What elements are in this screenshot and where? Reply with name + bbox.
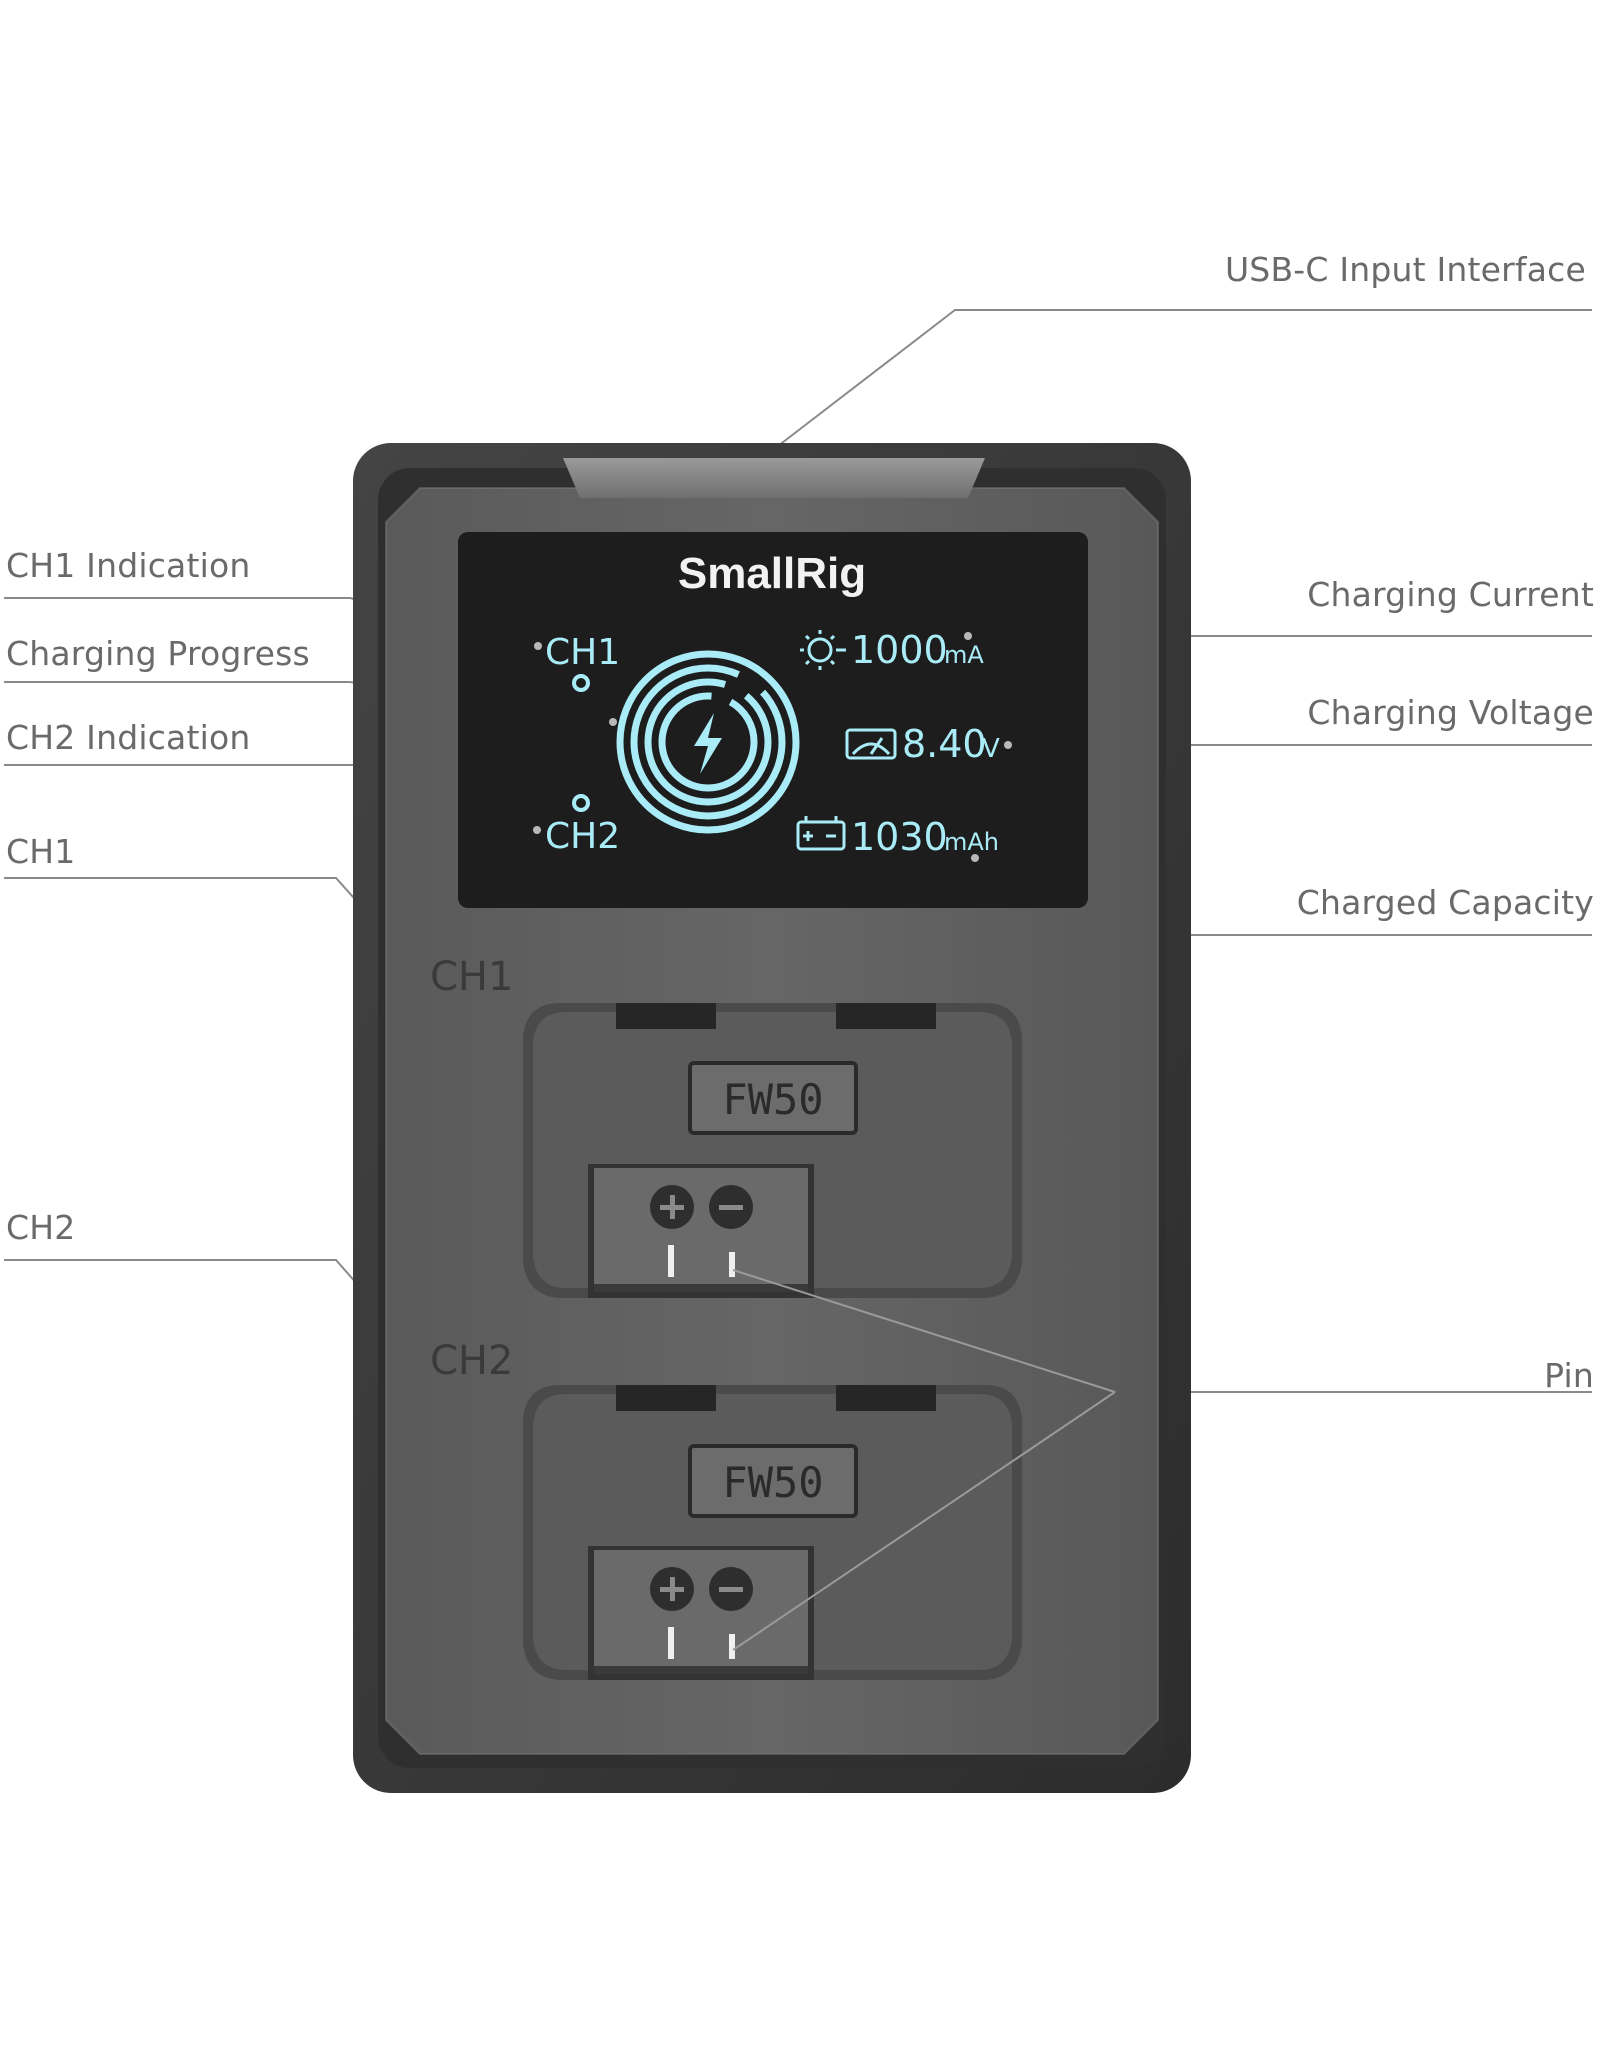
gauge-icon xyxy=(845,728,897,760)
callout-ch2-slot: CH2 xyxy=(6,1208,76,1247)
callout-pin: Pin xyxy=(1544,1356,1594,1395)
callout-charging-current: Charging Current xyxy=(1307,575,1594,614)
line-usb-c xyxy=(777,309,1592,447)
slot-ch1-model: FW50 xyxy=(722,1075,823,1124)
battery-slot-ch2: CH2 FW50 xyxy=(430,1338,1022,1680)
slot-ch2-pin-positive xyxy=(668,1627,674,1659)
lightning-bolt-icon xyxy=(694,713,722,774)
brand-logo: SmallRig xyxy=(678,549,866,598)
lcd-screen: SmallRig CH1 CH2 1000 mA xyxy=(458,532,1088,908)
callout-dots xyxy=(533,632,1012,862)
line-ch2-slot xyxy=(4,1259,411,1345)
usb-c-port xyxy=(563,458,985,498)
slot-ch1-plus-icon xyxy=(650,1185,694,1229)
lcd-ch1-label: CH1 xyxy=(545,632,620,673)
ch2-indicator-dot xyxy=(572,794,590,812)
line-ch1-slot xyxy=(4,877,406,956)
lcd-ch2-label: CH2 xyxy=(545,816,620,857)
callout-charging-progress: Charging Progress xyxy=(6,634,310,673)
callout-charged-capacity: Charged Capacity xyxy=(1296,883,1594,922)
capacity-value: 1030 xyxy=(851,815,948,859)
ch1-indicator-dot xyxy=(572,674,590,692)
voltage-unit: V xyxy=(982,734,1000,764)
slot-ch1-minus-icon xyxy=(709,1185,753,1229)
slot-ch2-pin-negative xyxy=(729,1634,735,1659)
current-value: 1000 xyxy=(851,628,948,672)
slot-ch1-pin-negative xyxy=(729,1252,735,1277)
slot-ch1-pin-positive xyxy=(668,1245,674,1277)
slot-ch2-plus-icon xyxy=(650,1567,694,1611)
capacity-unit: mAh xyxy=(944,828,999,856)
callout-ch1-slot: CH1 xyxy=(6,832,76,871)
slot-ch1-label: CH1 xyxy=(430,954,513,1000)
slot-ch1-model-badge xyxy=(688,1061,858,1135)
callout-ch2-indication: CH2 Indication xyxy=(6,718,251,757)
slot-ch2-minus-icon xyxy=(709,1567,753,1611)
pin-leader-lines xyxy=(732,1269,1116,1651)
battery-slot-ch1: CH1 FW50 xyxy=(430,954,1022,1298)
callout-charging-voltage: Charging Voltage xyxy=(1307,693,1594,732)
sun-icon xyxy=(800,630,846,670)
slot-ch2-model-badge xyxy=(688,1444,858,1518)
charging-progress-ring xyxy=(616,650,800,834)
callout-ch1-indication: CH1 Indication xyxy=(6,546,251,585)
voltage-value: 8.40 xyxy=(902,722,987,766)
current-unit: mA xyxy=(944,641,984,669)
slot-ch2-label: CH2 xyxy=(430,1338,513,1384)
battery-icon xyxy=(796,816,846,851)
callout-usb-c-input: USB-C Input Interface xyxy=(1224,250,1586,289)
slot-ch2-model: FW50 xyxy=(722,1458,823,1507)
